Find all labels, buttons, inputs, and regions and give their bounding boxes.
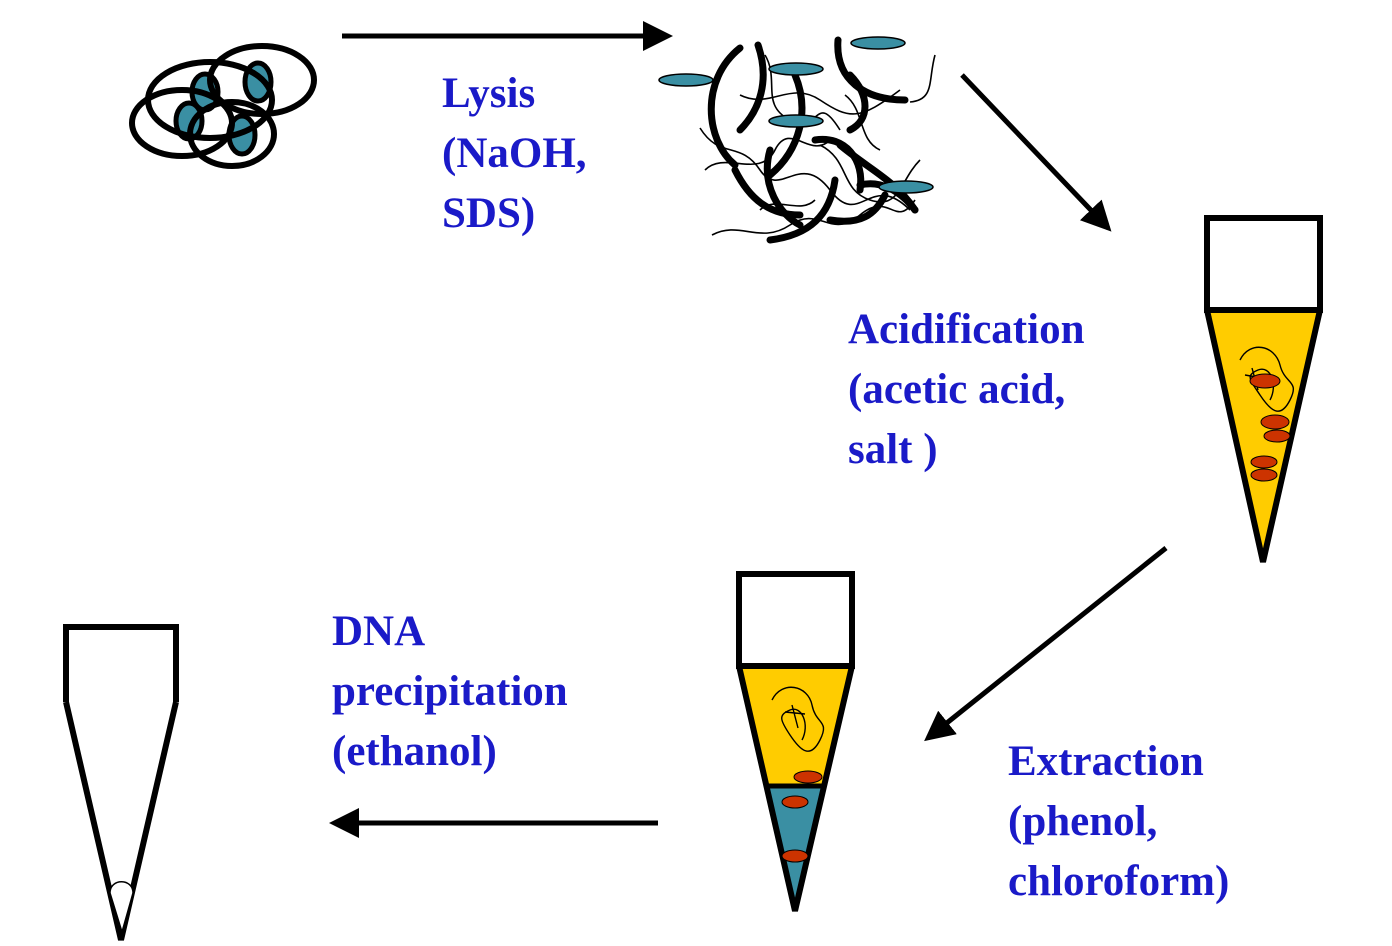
lysate-nucleoid	[768, 62, 824, 76]
protein-blob	[1260, 414, 1290, 430]
label-line: Extraction	[1008, 738, 1204, 785]
label-line: Lysis	[442, 70, 536, 117]
extraction-label: Extraction (phenol, chloroform)	[1008, 732, 1229, 912]
acidification-label: Acidification (acetic acid, salt )	[848, 300, 1084, 480]
label-line: precipitation	[332, 668, 568, 715]
microcentrifuge-tube-icon	[1204, 215, 1323, 563]
tube-body	[63, 701, 179, 941]
label-line: (ethanol)	[332, 728, 497, 775]
two-phase-tube-icon	[736, 571, 855, 912]
arrow-icon	[960, 73, 1112, 232]
dna-pellet	[109, 881, 134, 935]
label-line: (acetic acid,	[848, 366, 1066, 413]
organic-phase	[768, 786, 822, 911]
plasmid-dna	[771, 686, 825, 752]
protein-blob	[1250, 468, 1278, 482]
label-line: chloroform)	[1008, 858, 1230, 905]
cell-wall	[129, 87, 235, 159]
tube-cap	[63, 624, 179, 702]
label-line: (phenol,	[1008, 798, 1158, 845]
protein-blob	[1263, 429, 1291, 443]
cell-wall	[187, 99, 277, 169]
plasmid-dna	[784, 704, 806, 729]
protein-blob	[793, 770, 823, 784]
protein-blob	[781, 849, 809, 863]
aqueous-phase	[741, 666, 850, 786]
protein-blob	[1250, 455, 1278, 469]
label-line: (NaOH,	[442, 130, 587, 177]
label-line: salt )	[848, 426, 938, 473]
tube-body	[1204, 309, 1323, 563]
lysate-nucleoid	[850, 36, 906, 50]
label-line: SDS)	[442, 190, 536, 237]
lysate-nucleoid	[878, 180, 934, 194]
label-line: DNA	[332, 608, 426, 655]
label-line: Acidification	[848, 306, 1085, 353]
dna-pellet-tube-icon	[63, 624, 179, 941]
protein-blob	[781, 795, 809, 809]
protein-blob	[1249, 373, 1281, 389]
tube-cap	[736, 571, 855, 669]
tube-body	[736, 665, 855, 912]
arrow-icon	[924, 546, 1168, 742]
lysis-label: Lysis (NaOH, SDS)	[442, 64, 587, 244]
precipitation-label: DNA precipitation (ethanol)	[332, 602, 568, 782]
lysate-nucleoid	[768, 114, 824, 128]
tube-cap	[1204, 215, 1323, 313]
lysed-cell-debris-icon	[658, 36, 936, 244]
plasmid-dna	[1239, 346, 1295, 412]
bacterial-cells-icon	[129, 43, 317, 169]
lysate-nucleoid	[658, 73, 714, 87]
